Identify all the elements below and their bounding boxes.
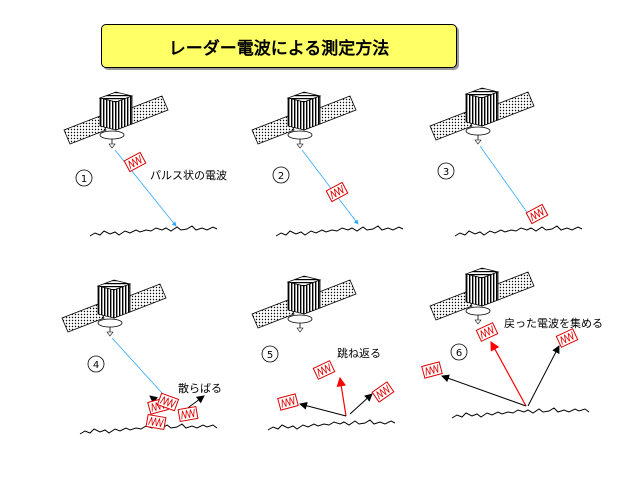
- ground-icon: [275, 225, 404, 237]
- step-number: 4: [93, 360, 99, 371]
- pulse-icon: [475, 322, 499, 342]
- step-number-badge: [437, 162, 455, 180]
- panel-1: 1 パルス状の電波: [63, 91, 227, 237]
- ground-icon: [89, 225, 218, 237]
- satellite-icon: [251, 275, 357, 333]
- step-number-badge: [272, 166, 290, 184]
- pulse-icon: [312, 360, 336, 380]
- step-number-badge: [87, 355, 105, 373]
- panel-2: 2: [251, 91, 404, 237]
- step-caption: 散らばる: [178, 381, 222, 395]
- step-number: 1: [81, 174, 87, 185]
- scatter-arrow: [299, 401, 347, 417]
- ground-icon: [451, 407, 590, 419]
- step-caption: 跳ね返る: [337, 346, 381, 360]
- step-number: 6: [456, 348, 462, 359]
- pulse-icon: [177, 406, 199, 422]
- ground-icon: [267, 419, 396, 431]
- pulse-icon: [123, 151, 147, 173]
- step-caption: パルス状の電波: [150, 168, 227, 182]
- scatter-arrow: [527, 345, 560, 407]
- step-number: 2: [278, 171, 284, 182]
- step-number: 5: [267, 350, 273, 361]
- pulse-icon: [325, 181, 349, 203]
- panel-6: 6 戻った電波を集める: [421, 267, 603, 419]
- scatter-arrow: [349, 393, 373, 415]
- return-arrow: [336, 376, 347, 417]
- satellite-icon: [63, 91, 169, 149]
- step-number-badge: [75, 169, 93, 187]
- step-number-badge: [450, 343, 468, 361]
- satellite-icon: [429, 87, 535, 145]
- diagram-title: レーダー電波による測定方法: [101, 24, 457, 68]
- radar-beam: [479, 145, 535, 223]
- pulse-icon: [421, 361, 443, 379]
- panel-3: 3: [429, 87, 583, 237]
- panel-4: 4 散らばる: [61, 279, 222, 435]
- pulse-icon: [525, 203, 549, 225]
- step-number: 3: [443, 167, 449, 178]
- return-arrow: [490, 340, 527, 407]
- step-caption: 戻った電波を集める: [504, 316, 603, 330]
- pulse-icon: [145, 414, 167, 430]
- scatter-arrow: [441, 374, 527, 407]
- panel-5: 5 跳ね返る: [251, 275, 396, 431]
- pulse-icon: [371, 381, 395, 403]
- radar-beam: [301, 149, 359, 225]
- pulse-icon: [277, 393, 299, 411]
- ground-icon: [454, 225, 583, 237]
- satellite-icon: [251, 91, 357, 149]
- satellite-icon: [429, 267, 535, 325]
- pulse-icon: [555, 328, 579, 348]
- satellite-icon: [61, 279, 167, 337]
- step-number-badge: [261, 345, 279, 363]
